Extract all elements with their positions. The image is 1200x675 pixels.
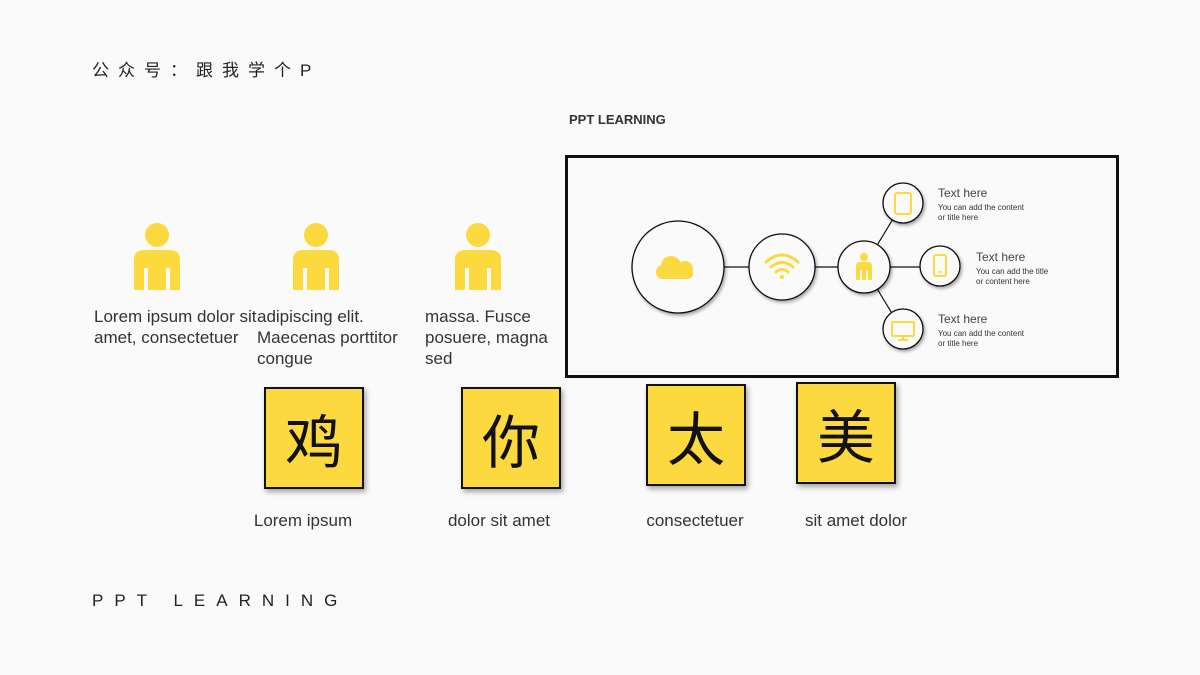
phone-icon: [933, 254, 947, 277]
wifi-icon: [764, 253, 800, 279]
header-title: 公众号：跟我学个P: [92, 61, 321, 80]
node-subtitle: You can add the content or title here: [938, 203, 1024, 222]
footer-title: PPT LEARNING: [92, 591, 349, 610]
person-description: massa. Fusce posuere, magna sed: [425, 307, 548, 368]
person-description: Lorem ipsum dolor sit amet, consectetuer: [94, 307, 257, 347]
node-subtitle: You can add the content or title here: [938, 329, 1024, 348]
person-description: adipiscing elit. Maecenas porttitor cong…: [257, 307, 398, 368]
node-title: Text here: [938, 312, 988, 326]
person-icon: [289, 222, 343, 290]
node-title: Text here: [938, 186, 988, 200]
wifi-node: [748, 233, 816, 301]
character-caption: consectetuer: [646, 511, 744, 530]
character-box: 太: [646, 384, 746, 486]
character-box: 鸡: [264, 387, 364, 489]
diagram-connectors: [631, 182, 961, 350]
person-icon: [451, 222, 505, 290]
person-icon: [130, 222, 184, 290]
node-subtitle: You can add the title or content here: [976, 267, 1049, 286]
character-box: 美: [796, 382, 896, 484]
person-icon: [856, 253, 872, 280]
diagram-frame: [565, 155, 1119, 378]
character-box: 你: [461, 387, 561, 489]
tablet-node: [882, 182, 924, 224]
node-title: Text here: [976, 250, 1026, 264]
phone-node: [919, 245, 961, 287]
monitor-node: [882, 308, 924, 350]
character-caption: dolor sit amet: [447, 511, 551, 530]
diagram-section-label: PPT LEARNING: [569, 112, 666, 127]
character-caption: sit amet dolor: [804, 511, 908, 530]
tablet-icon: [894, 192, 912, 215]
character-caption: Lorem ipsum: [253, 511, 353, 530]
cloud-icon: [656, 256, 693, 279]
monitor-icon: [891, 321, 915, 341]
